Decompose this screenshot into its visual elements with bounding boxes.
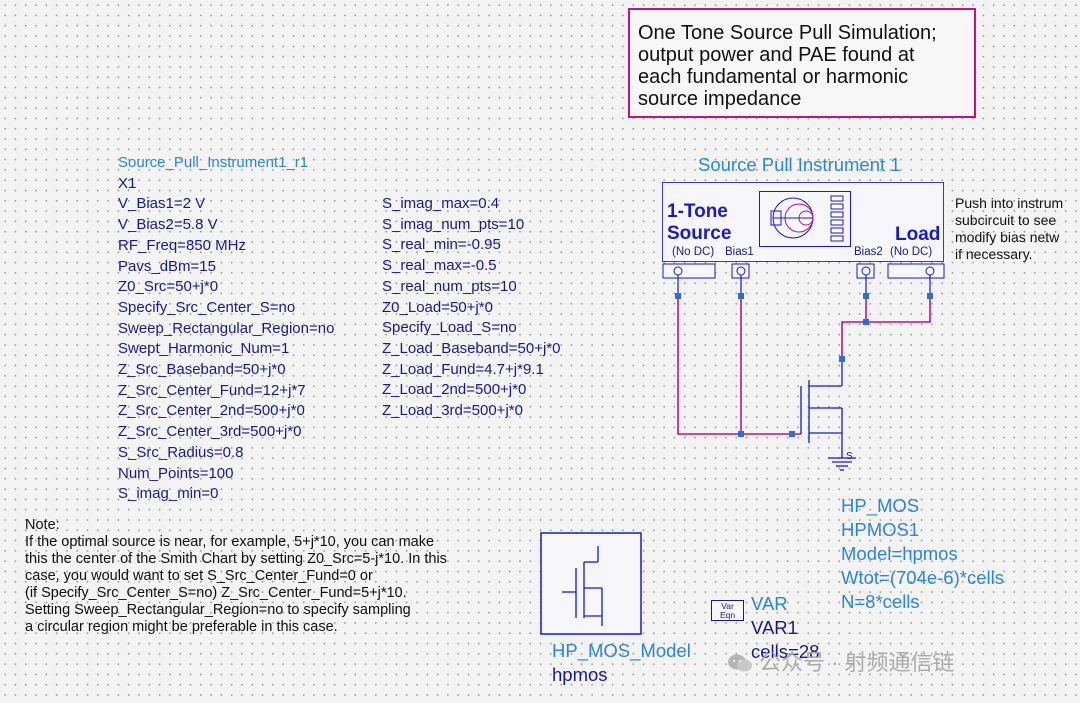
mos-instance-label: HPMOS1 bbox=[841, 519, 920, 540]
param-line: V_Bias2=5.8 V bbox=[118, 216, 218, 234]
mos-param-line: Model=hpmos bbox=[841, 543, 958, 564]
param-line: S_real_num_pts=10 bbox=[382, 277, 517, 295]
param-line: Z_Load_2nd=500+j*0 bbox=[382, 381, 527, 399]
wire-source-gate bbox=[677, 296, 801, 435]
var-icon-bottom: Eqn bbox=[719, 610, 736, 620]
push-note-line: modify bias netw bbox=[955, 229, 1060, 245]
instrument-instance-name: Source_Pull_Instrument1_r1 bbox=[118, 154, 309, 171]
var-eqn-icon[interactable]: Var Eqn bbox=[711, 600, 744, 621]
param-line: Z_Load_Fund=4.7+j*9.1 bbox=[382, 360, 544, 378]
note-line: If the optimal source is near, for examp… bbox=[25, 534, 435, 550]
mos-component-labels[interactable]: HP_MOS HPMOS1 Model=hpmos Wtot=(704e-6)*… bbox=[841, 494, 1004, 614]
param-line: Z_Load_3rd=500+j*0 bbox=[382, 402, 523, 420]
wire-load bbox=[866, 296, 931, 323]
param-line: Z_Src_Center_2nd=500+j*0 bbox=[118, 402, 305, 420]
mos-model-icon[interactable] bbox=[540, 532, 643, 636]
title-line-4: source impedance bbox=[638, 88, 802, 110]
title-line-3: each fundamental or harmonic bbox=[638, 66, 909, 88]
note-line: this the center of the Smith Chart by se… bbox=[25, 551, 447, 567]
param-line: Z0_Load=50+j*0 bbox=[382, 298, 493, 316]
push-note-line: if necessary. bbox=[955, 246, 1033, 262]
source-label-line-1: 1-Tone bbox=[667, 201, 728, 222]
mos-param-line: N=8*cells bbox=[841, 591, 920, 612]
push-into-note[interactable]: Push into instrum subcircuit to see modi… bbox=[955, 195, 1063, 263]
instrument-params-left[interactable]: Source_Pull_Instrument1_r1 X1 V_Bias1=2 … bbox=[118, 153, 334, 505]
instrument-symbol-title: Source Pull Instrument 1 bbox=[698, 154, 901, 175]
source-label-line-2: Source bbox=[667, 223, 732, 244]
param-line: Z_Load_Baseband=50+j*0 bbox=[382, 339, 561, 357]
note-line: case, you would want to set S_Src_Center… bbox=[25, 568, 373, 584]
instrument-params-right[interactable]: S_imag_max=0.4 S_imag_num_pts=10 S_real_… bbox=[382, 194, 561, 422]
var-labels[interactable]: VAR VAR1 cells=28 bbox=[751, 592, 819, 664]
mos-param-line: Wtot=(704e-6)*cells bbox=[841, 567, 1004, 588]
wire-bias2 bbox=[841, 296, 867, 359]
wechat-icon bbox=[728, 654, 752, 672]
param-line: Sweep_Rectangular_Region=no bbox=[118, 319, 335, 337]
push-note-line: subcircuit to see bbox=[955, 212, 1057, 228]
source-label: 1-Tone Source bbox=[667, 201, 731, 245]
model-instance-label: hpmos bbox=[552, 664, 608, 685]
param-line: Z_Src_Baseband=50+j*0 bbox=[118, 361, 286, 379]
param-line: Swept_Harmonic_Num=1 bbox=[118, 340, 290, 358]
var-type-label: VAR bbox=[751, 593, 788, 614]
param-line: S_real_max=-0.5 bbox=[382, 257, 497, 275]
note-line: (if Specify_Src_Center_S=no) Z_Src_Cente… bbox=[25, 585, 407, 601]
param-line: S_Src_Radius=0.8 bbox=[118, 443, 244, 461]
param-line: Z_Src_Center_3rd=500+j*0 bbox=[118, 423, 302, 441]
var-icon-top: Var bbox=[721, 601, 734, 611]
no-dc-left-label: (No DC) bbox=[672, 246, 715, 258]
watermark-text: 公众号 · 射频通信链 bbox=[759, 650, 955, 675]
note-line: a circular region might be preferable in… bbox=[25, 619, 338, 635]
transistor-symbol bbox=[800, 362, 843, 458]
smith-chart-icon bbox=[759, 191, 851, 247]
param-line: S_imag_num_pts=10 bbox=[382, 215, 525, 233]
param-line: Z0_Src=50+j*0 bbox=[118, 278, 219, 296]
note-line: Setting Sweep_Rectangular_Region=no to s… bbox=[25, 602, 411, 618]
param-line: X1 bbox=[118, 174, 137, 192]
param-line: RF_Freq=850 MHz bbox=[118, 236, 246, 254]
param-line: S_real_min=-0.95 bbox=[382, 236, 501, 254]
param-line: S_imag_min=0 bbox=[118, 485, 219, 503]
title-line-2: output power and PAE found at bbox=[638, 44, 915, 66]
note-text[interactable]: Note: If the optimal source is near, for… bbox=[25, 517, 447, 636]
source-pull-instrument-symbol[interactable]: 1-Tone Source (No DC) Bias1 Bias2 (No DC… bbox=[662, 182, 944, 262]
ground-symbol bbox=[828, 457, 856, 471]
param-line: Specify_Load_S=no bbox=[382, 319, 517, 337]
push-note-line: Push into instrum bbox=[955, 195, 1064, 211]
param-line: Specify_Src_Center_S=no bbox=[118, 298, 296, 316]
model-labels[interactable]: HP_MOS_Model hpmos bbox=[552, 639, 691, 687]
port-box-source bbox=[662, 263, 716, 279]
title-annotation-box[interactable]: One Tone Source Pull Simulation; output … bbox=[628, 8, 976, 118]
port-box-load bbox=[887, 263, 945, 279]
param-line: Pavs_dBm=15 bbox=[118, 257, 216, 275]
param-line: S_imag_max=0.4 bbox=[382, 195, 500, 212]
mos-type-label: HP_MOS bbox=[841, 495, 920, 516]
bias2-label: Bias2 bbox=[854, 246, 883, 258]
param-line: Num_Points=100 bbox=[118, 464, 234, 482]
ground-terminal-label: S bbox=[846, 451, 853, 462]
watermark: 公众号 · 射频通信链 bbox=[727, 645, 955, 677]
param-line: V_Bias1=2 V bbox=[118, 195, 206, 213]
var-instance-label: VAR1 bbox=[751, 617, 798, 638]
bias1-label: Bias1 bbox=[725, 246, 754, 258]
title-line-1: One Tone Source Pull Simulation; bbox=[638, 22, 937, 44]
param-line: Z_Src_Center_Fund=12+j*7 bbox=[118, 381, 306, 399]
no-dc-right-label: (No DC) bbox=[890, 246, 933, 258]
note-line: Note: bbox=[25, 517, 60, 533]
load-label: Load bbox=[895, 224, 941, 245]
var-param-line: cells=28 bbox=[751, 641, 820, 662]
model-type-label: HP_MOS_Model bbox=[552, 640, 691, 661]
